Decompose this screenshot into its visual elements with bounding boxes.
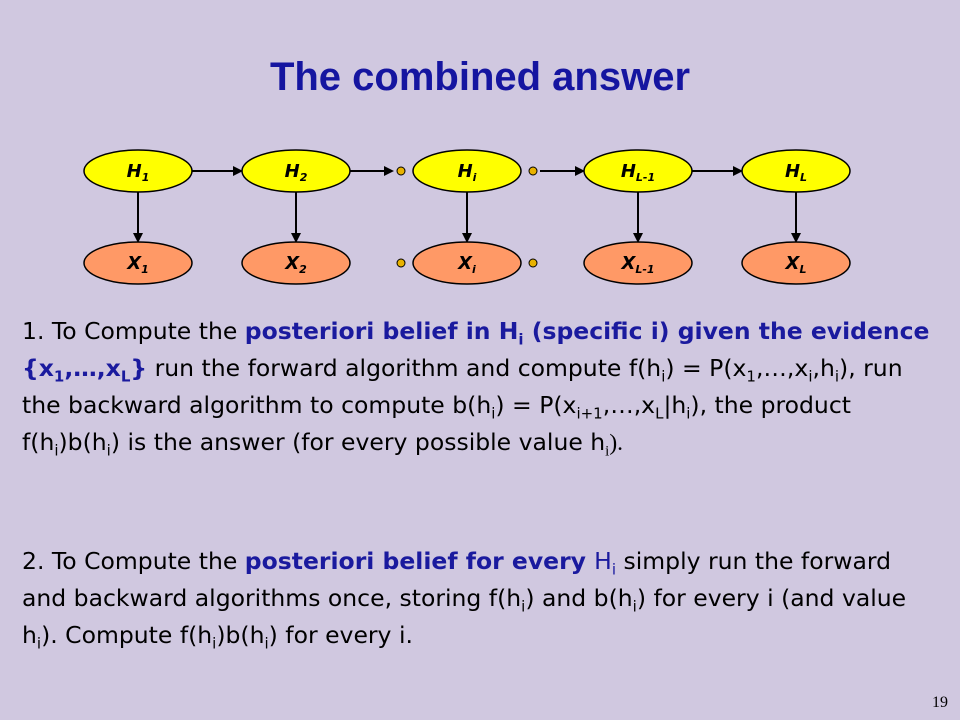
ellipsis-dot [528,166,538,176]
paragraph-1: 1. To Compute the posteriori belief in H… [22,317,930,460]
hidden-label: HL [785,161,807,184]
observed-label: XL-1 [620,253,654,276]
observed-node-l: XL [741,241,851,285]
observed-node-l-1: XL-1 [583,241,693,285]
hidden-node-1: H1 [83,149,193,193]
page-number: 19 [932,694,948,711]
slide-title: The combined answer [269,55,691,99]
observed-node-1: X1 [83,241,193,285]
hidden-node-l: HL [741,149,851,193]
observed-label: Xi [457,253,476,276]
observed-node-2: X2 [241,241,351,285]
hmm-diagram: H1 H2 Hi HL-1 HL X1 X2 Xi XL-1 XL [83,149,851,285]
observed-label: X1 [126,253,149,276]
paragraph-2: 2. To Compute the posteriori belief for … [22,547,907,653]
hidden-node-i: Hi [412,149,522,193]
ellipsis-dot [528,258,538,268]
observed-node-i: Xi [412,241,522,285]
hidden-label: HL-1 [621,161,655,184]
hidden-label: H2 [285,161,308,184]
hidden-node-l-1: HL-1 [583,149,693,193]
hidden-node-2: H2 [241,149,351,193]
hidden-label: H1 [127,161,150,184]
ellipsis-dot [396,258,406,268]
ellipsis-dot [396,166,406,176]
observed-label: XL [785,253,807,276]
observed-label: X2 [284,253,307,276]
hidden-label: Hi [458,161,477,184]
